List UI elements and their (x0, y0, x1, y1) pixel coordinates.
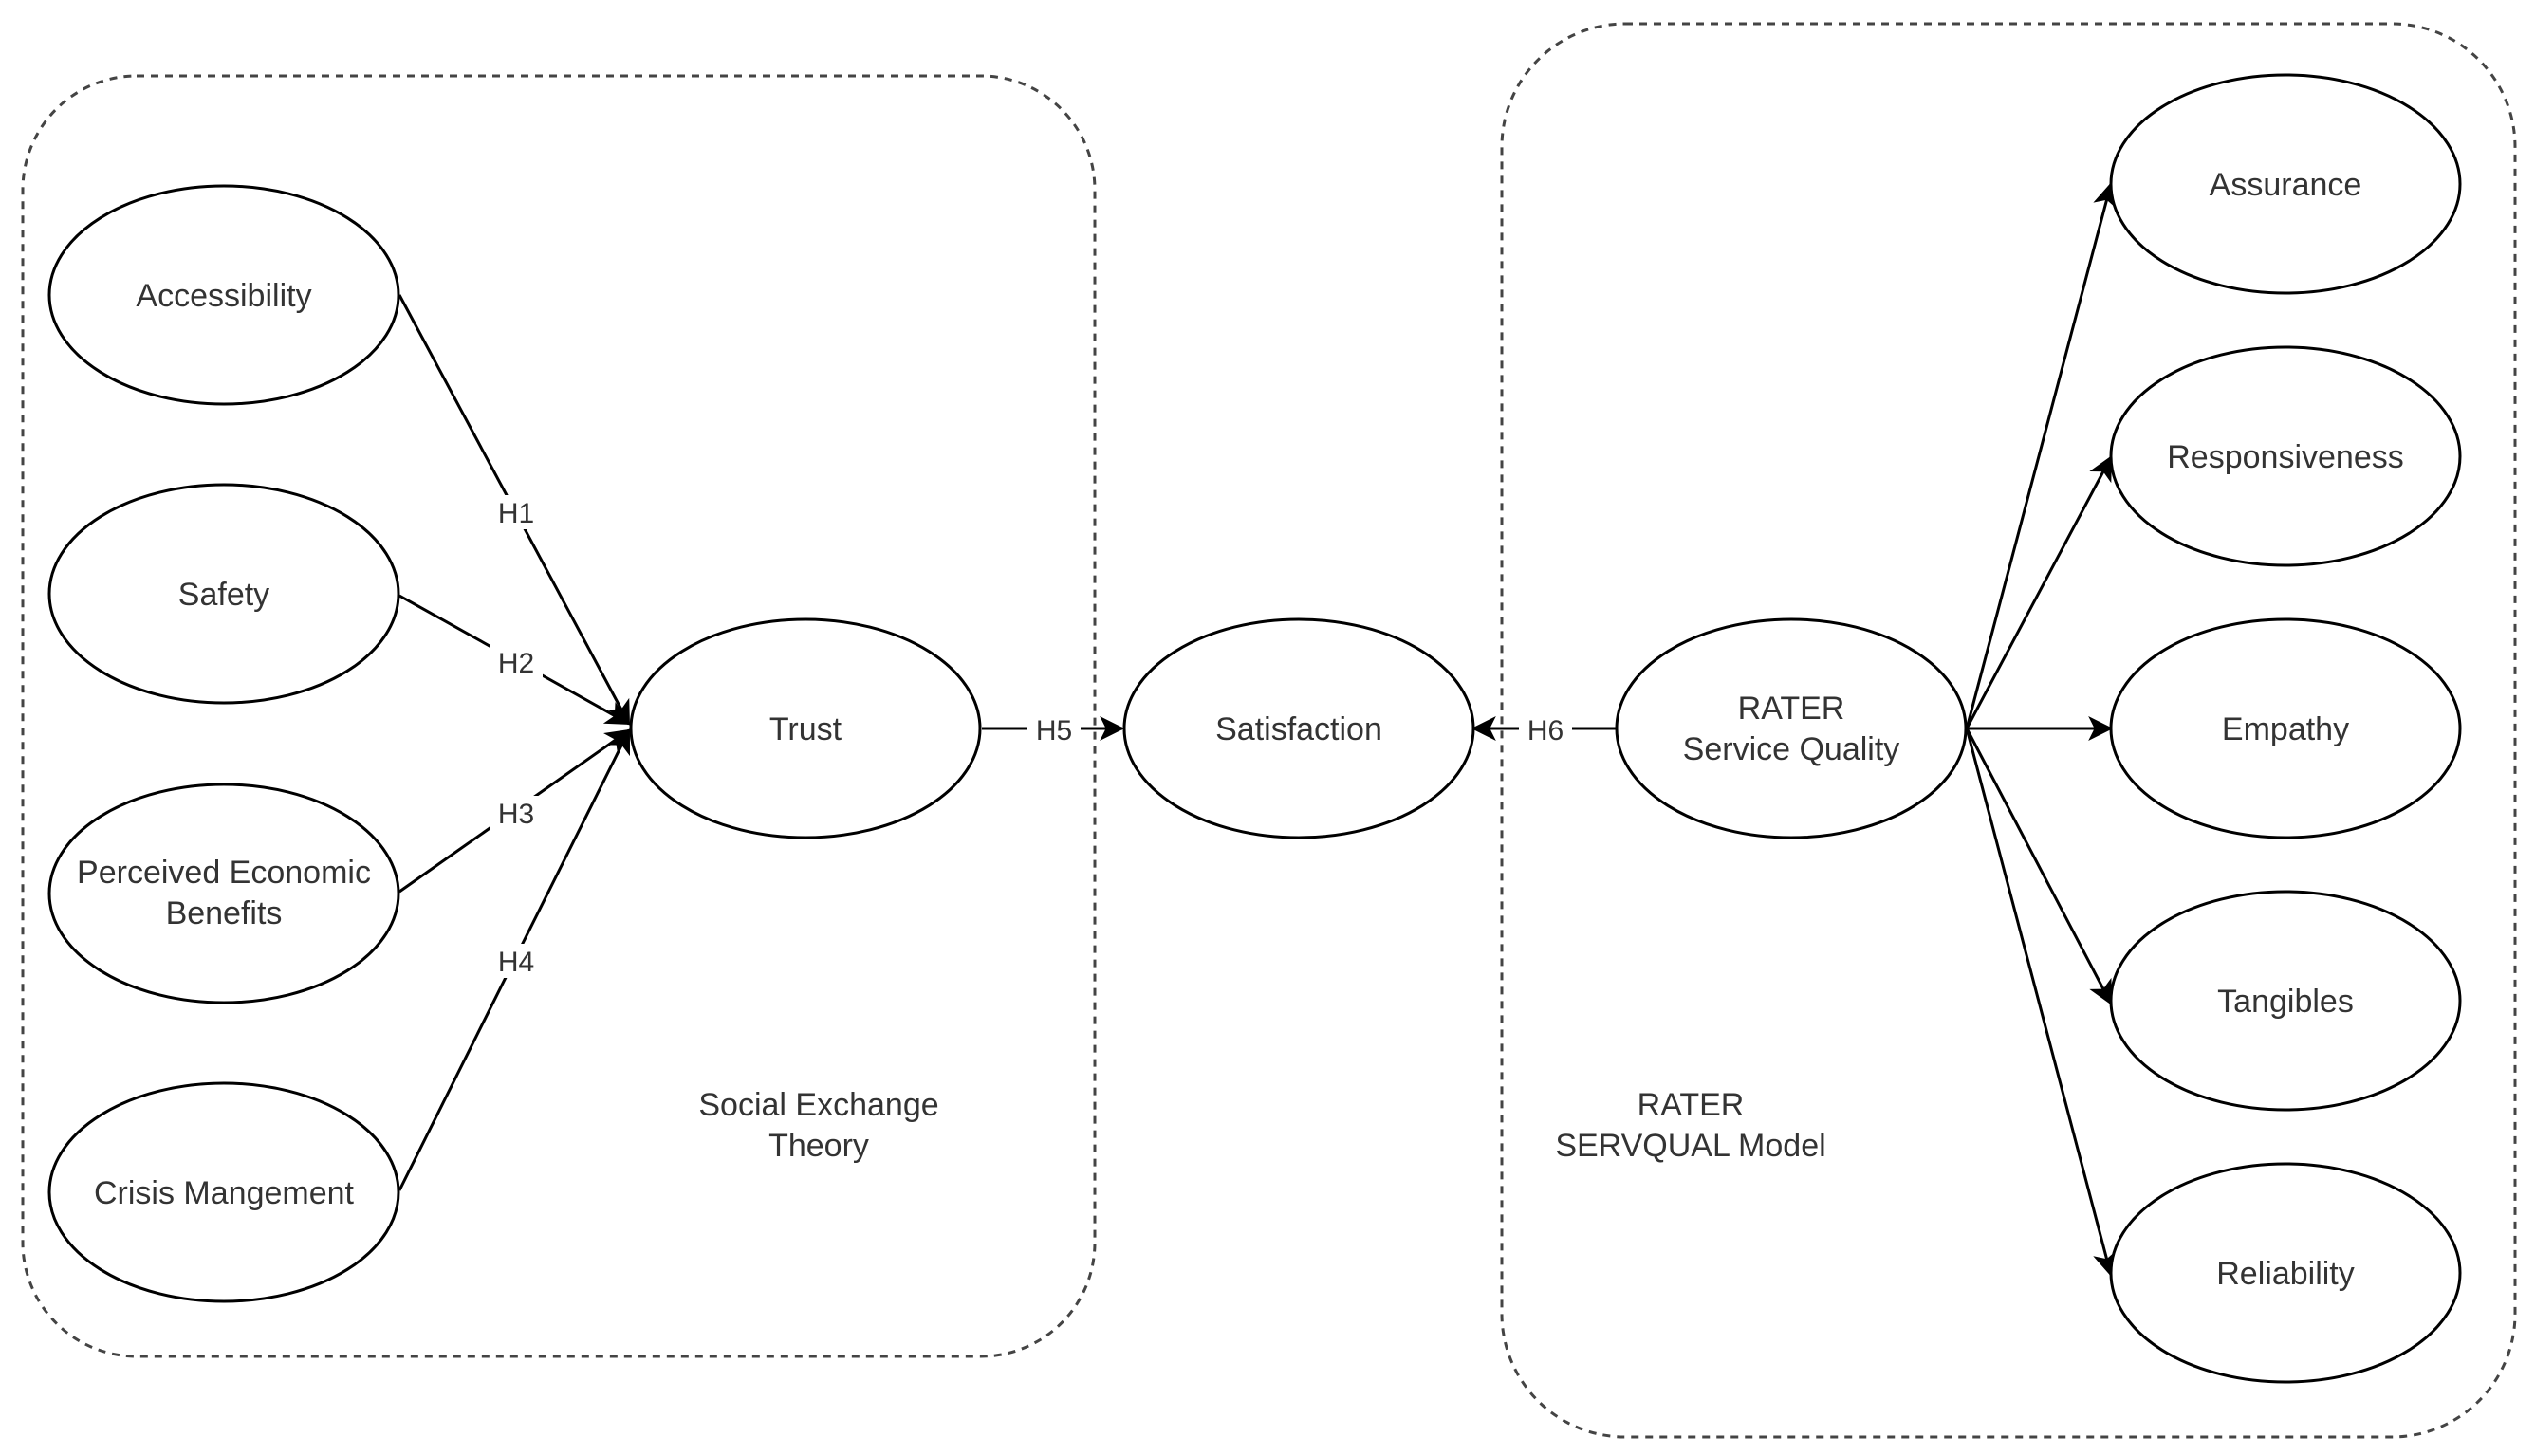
svg-text:Reliability: Reliability (2216, 1256, 2355, 1292)
svg-text:H4: H4 (498, 947, 534, 978)
svg-text:H3: H3 (498, 799, 534, 830)
node-empathy: Empathy (2109, 617, 2462, 839)
svg-text:Crisis Mangement: Crisis Mangement (94, 1175, 355, 1211)
node-reliability: Reliability (2109, 1162, 2462, 1384)
svg-text:Perceived Economic: Perceived Economic (77, 855, 371, 891)
hypothesis-label-h2: H2 (490, 645, 543, 679)
svg-text:Assurance: Assurance (2210, 167, 2362, 203)
svg-text:RATER: RATER (1638, 1087, 1745, 1123)
node-responsiveness: Responsiveness (2109, 345, 2462, 567)
svg-text:H2: H2 (498, 648, 534, 679)
rater-servqual-model-label: RATER SERVQUAL Model (1555, 1087, 1825, 1164)
svg-text:Responsiveness: Responsiveness (2167, 439, 2403, 475)
svg-text:Tangibles: Tangibles (2217, 984, 2354, 1020)
hypothesis-label-h1: H1 (490, 495, 543, 529)
node-satisfaction: Satisfaction (1122, 617, 1475, 839)
svg-text:Empathy: Empathy (2222, 711, 2349, 747)
social-exchange-theory-group (21, 74, 1097, 1358)
svg-text:Trust: Trust (769, 711, 842, 747)
svg-text:Social Exchange: Social Exchange (698, 1087, 938, 1123)
edge-rater-reliability (1965, 728, 2118, 1278)
node-assurance: Assurance (2109, 73, 2462, 295)
node-trust: Trust (629, 617, 982, 839)
edge-rater-responsiveness (1965, 455, 2113, 729)
rater-servqual-model-group (1500, 22, 2517, 1439)
svg-text:H5: H5 (1036, 715, 1072, 746)
node-rater-service-quality: RATER Service Quality (1615, 617, 1968, 839)
svg-text:Theory: Theory (768, 1128, 869, 1164)
node-accessibility: Accessibility (47, 184, 400, 406)
svg-text:Safety: Safety (178, 577, 269, 613)
hypothesis-label-h4: H4 (490, 944, 543, 978)
svg-text:Satisfaction: Satisfaction (1215, 711, 1382, 747)
social-exchange-theory-label: Social Exchange Theory (698, 1087, 938, 1164)
node-perceived-economic-benefits: Perceived Economic Benefits (47, 783, 400, 1004)
svg-text:Service Quality: Service Quality (1683, 731, 1900, 767)
edge-rater-assurance (1965, 181, 2118, 729)
node-tangibles: Tangibles (2109, 890, 2462, 1112)
svg-text:Accessibility: Accessibility (136, 278, 311, 314)
svg-text:RATER: RATER (1738, 691, 1845, 727)
hypothesis-label-h3: H3 (490, 796, 543, 830)
svg-text:Benefits: Benefits (166, 895, 283, 931)
svg-text:SERVQUAL Model: SERVQUAL Model (1555, 1128, 1825, 1164)
edge-rater-tangibles (1965, 728, 2113, 1005)
node-safety: Safety (47, 483, 400, 705)
hypothesis-label-h5: H5 (1027, 712, 1081, 746)
hypothesis-label-h6: H6 (1519, 712, 1572, 746)
node-crisis-mangement: Crisis Mangement (47, 1081, 400, 1303)
svg-text:H1: H1 (498, 498, 534, 529)
svg-text:H6: H6 (1527, 715, 1564, 746)
